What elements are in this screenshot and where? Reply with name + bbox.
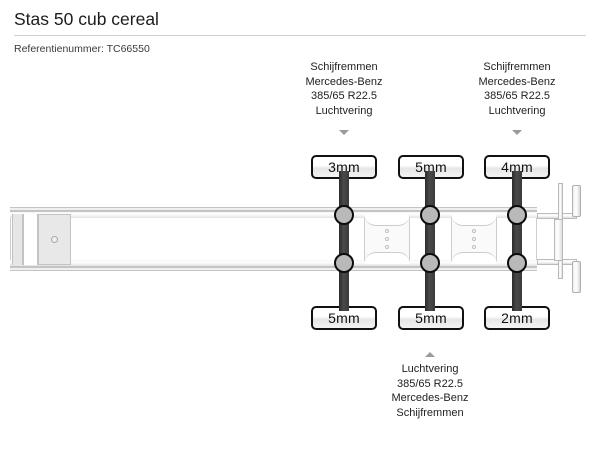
wheel-hub-1-bottom [334, 253, 354, 273]
axle-caption-make: Mercedes-Benz [391, 392, 469, 404]
chassis-edge-bottom [10, 267, 537, 271]
rear-lamp-top-icon [572, 185, 581, 217]
caret-down-icon-1 [339, 130, 349, 135]
chassis-edge-top [10, 207, 537, 211]
nose-gap [23, 214, 38, 265]
axle-caption-suspension: Luchtvering [401, 363, 459, 375]
suspension-hanger-2 [451, 214, 497, 264]
axle-caption-bottom: Luchtvering 385/65 R22.5 Mercedes-Benz S… [355, 362, 505, 420]
rear-bumper-plate [554, 219, 563, 261]
wheel-hub-2-bottom [420, 253, 440, 273]
header-divider [14, 35, 586, 36]
caret-down-icon-2 [512, 130, 522, 135]
wheel-hub-3-bottom [507, 253, 527, 273]
nose-band-left [12, 214, 23, 265]
axle-caption-brakes: Schijfremmen [396, 406, 464, 419]
wheel-hub-3-top [507, 205, 527, 225]
axle-caption-make: Mercedes-Benz [305, 75, 383, 88]
bolt-hole-icon [472, 245, 476, 249]
axle-bar-2 [425, 171, 435, 311]
hanger-bolt-holes-2 [472, 225, 476, 253]
wheel-hub-2-top [420, 205, 440, 225]
axle-caption-tyre-size: 385/65 R22.5 [483, 90, 551, 102]
bolt-hole-icon [385, 229, 389, 233]
caret-up-icon [425, 352, 435, 357]
bolt-hole-icon [385, 245, 389, 249]
axle-bar-3 [512, 171, 522, 311]
bolt-hole-icon [472, 237, 476, 241]
chassis-deck [10, 218, 537, 260]
axle-caption-suspension: Luchtvering [488, 104, 546, 117]
axle-caption-make: Mercedes-Benz [478, 75, 556, 88]
reference-number: Referentienummer: TC66550 [14, 43, 150, 55]
axle-bar-1 [339, 171, 349, 311]
axle-caption-top-1: Schijfremmen Mercedes-Benz 385/65 R22.5 … [269, 60, 419, 118]
wheel-hub-1-top [334, 205, 354, 225]
rear-lamp-bottom-icon [572, 261, 581, 293]
axle-caption-suspension: Luchtvering [315, 104, 373, 117]
hanger-bolt-holes-1 [385, 225, 389, 253]
page-header: Stas 50 cub cereal Referentienummer: TC6… [0, 0, 600, 56]
bolt-hole-icon [472, 229, 476, 233]
suspension-hanger-1 [364, 214, 410, 264]
axle-caption-brakes: Schijfremmen [310, 61, 378, 73]
axle-caption-top-2: Schijfremmen Mercedes-Benz 385/65 R22.5 … [442, 60, 592, 118]
axle-caption-brakes: Schijfremmen [483, 61, 551, 73]
axle-caption-tyre-size: 385/65 R22.5 [310, 90, 378, 102]
bolt-hole-icon [385, 237, 389, 241]
kingpin-icon [51, 236, 58, 243]
page-title: Stas 50 cub cereal [14, 9, 159, 29]
axle-caption-tyre-size: 385/65 R22.5 [396, 377, 464, 390]
